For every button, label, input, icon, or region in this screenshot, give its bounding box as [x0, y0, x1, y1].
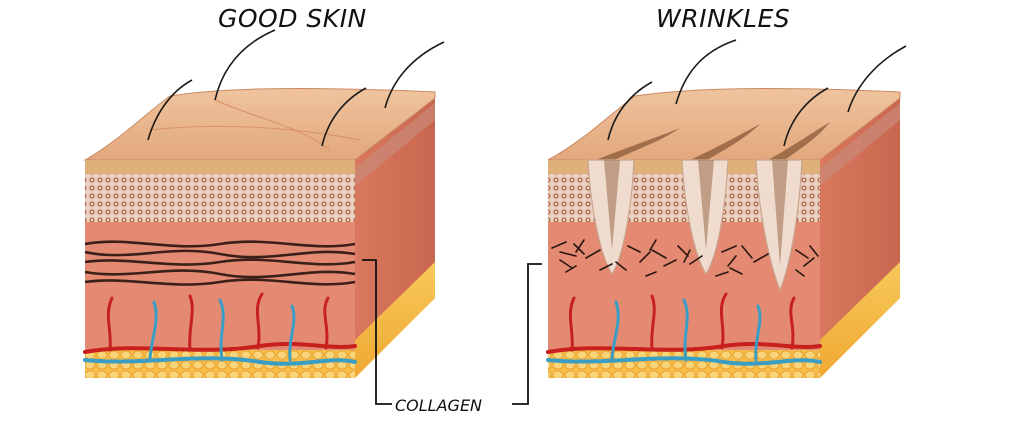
collagen-label: COLLAGEN [395, 396, 483, 415]
good-skin-epidermis [85, 160, 355, 174]
wrinkled-skin-side-fat [820, 262, 900, 378]
good-skin-surface [83, 88, 436, 161]
good-skin-hairs [147, 29, 445, 147]
collagen-callout-lines [362, 259, 542, 405]
wrinkled-skin-hairs [607, 39, 907, 147]
good-skin-side-fat [355, 262, 435, 378]
wrinkles-title: WRINKLES [656, 4, 791, 33]
wrinkled-skin-block [546, 39, 907, 378]
wrinkle-folds [587, 159, 803, 292]
wrinkle-creases [596, 122, 830, 162]
broken-collagen-fibers [551, 239, 819, 277]
wrinkled-skin-blood-vessels [546, 292, 822, 366]
wrinkled-skin-surface [547, 88, 901, 161]
good-skin-title: GOOD SKIN [218, 4, 367, 33]
good-skin-cell-layer [85, 174, 355, 222]
good-skin-collagen-fibers [84, 240, 356, 286]
good-skin-block [83, 29, 445, 378]
good-skin-blood-vessels [83, 292, 357, 366]
